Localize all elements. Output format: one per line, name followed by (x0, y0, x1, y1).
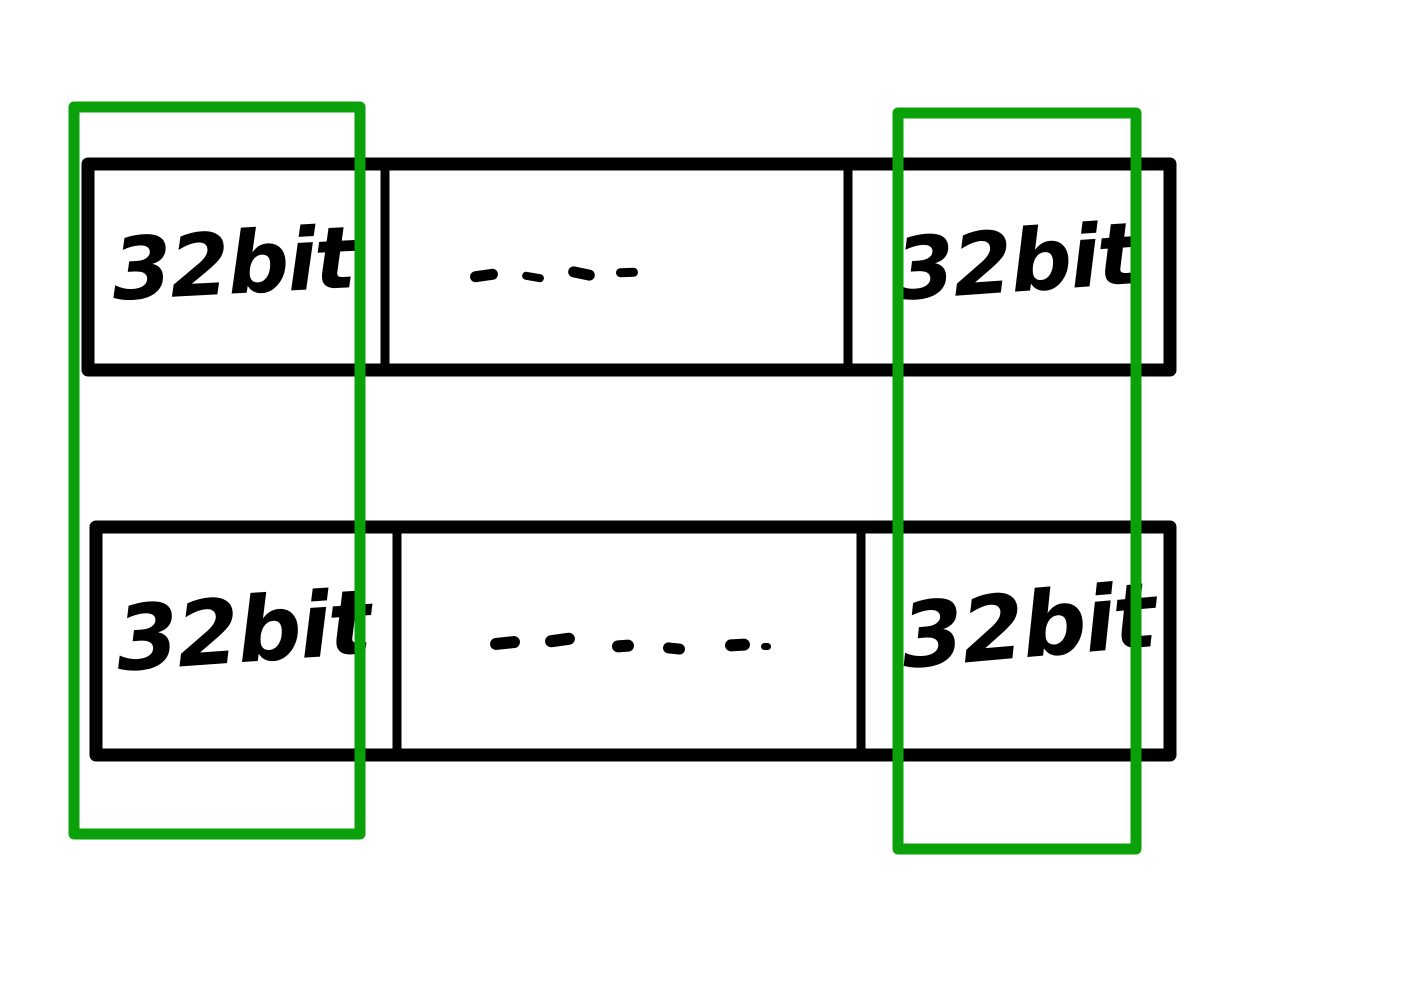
top-right-cell-label: 32bit (892, 204, 1145, 321)
left-32bit-highlight[interactable] (68, 101, 366, 840)
ellipsis-dash (761, 643, 771, 650)
right-32bit-highlight[interactable] (892, 107, 1142, 855)
ellipsis-dash (612, 639, 634, 653)
ellipsis-dash (545, 632, 575, 648)
bottom-middle-ellipsis (490, 632, 771, 655)
top-row-outer-box (81, 157, 1177, 377)
top-middle-ellipsis (470, 266, 638, 283)
top-register-row: 32bit 32bit (81, 157, 1177, 377)
bottom-left-cell-label: 32bit (112, 570, 377, 693)
highlight-annotations (68, 101, 1142, 855)
bottom-right-cell-label: 32bit (897, 563, 1164, 690)
ellipsis-dash (663, 642, 685, 655)
top-left-cell-label: 32bit (109, 208, 361, 321)
ellipsis-dash (725, 638, 750, 652)
ellipsis-dash (616, 267, 638, 278)
bottom-row-outer-box (89, 520, 1177, 762)
ellipsis-dash (522, 271, 544, 283)
ellipsis-dash (470, 268, 498, 283)
ellipsis-dash (490, 636, 520, 650)
bottom-register-row: 32bit 32bit (89, 520, 1177, 762)
ellipsis-dash (568, 266, 595, 281)
